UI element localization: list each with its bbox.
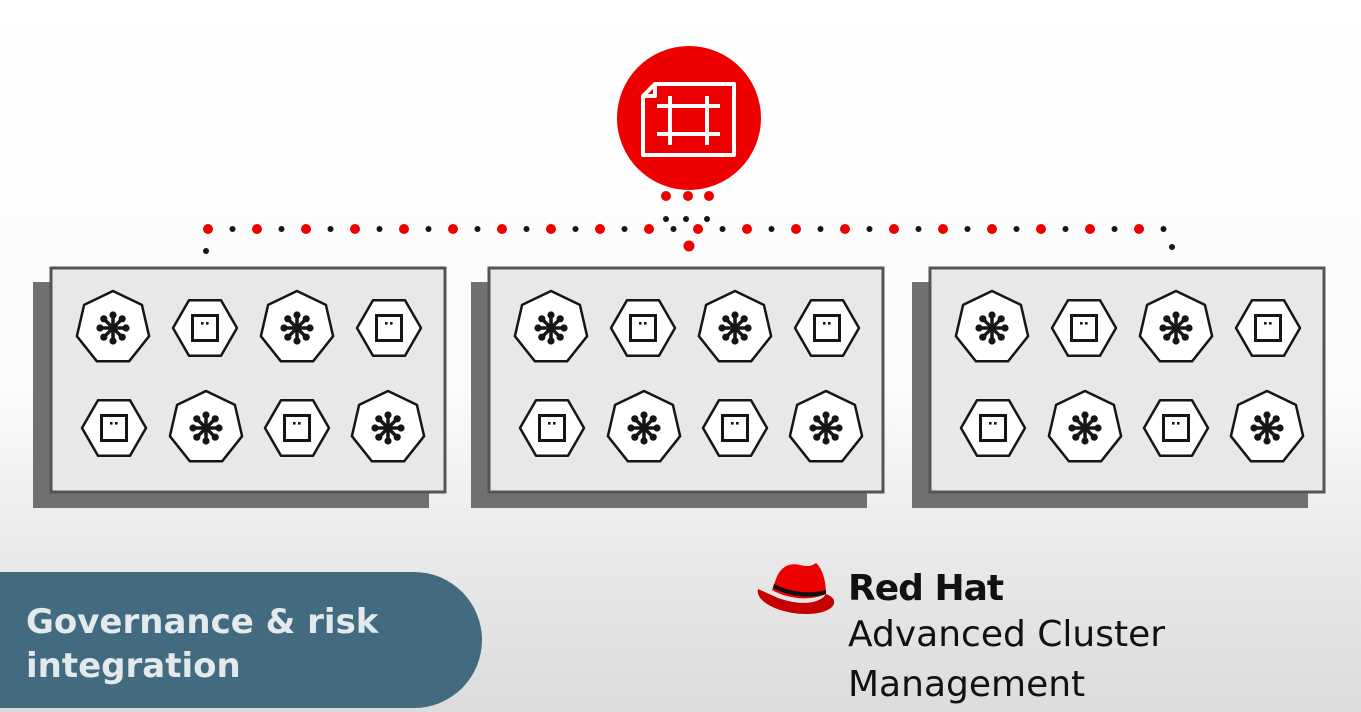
connector-dot — [817, 226, 824, 232]
connector-dot — [661, 191, 671, 201]
connector-dot — [704, 191, 714, 201]
connector-dot — [768, 226, 775, 232]
brand-block: Red Hat Advanced Cluster Management — [756, 560, 1356, 710]
connector-dot — [1169, 244, 1175, 250]
connector-dot — [683, 240, 695, 252]
connector-dot — [523, 226, 530, 232]
redhat-logo-icon — [757, 563, 835, 615]
container-icon — [171, 299, 239, 357]
connector-dot — [704, 216, 710, 222]
caption-banner: Governance & risk integration — [0, 572, 482, 708]
connector-dot — [278, 226, 285, 232]
connector-dot — [840, 224, 850, 234]
connector-dot — [252, 224, 262, 234]
connector-dot — [203, 248, 209, 254]
connector-dot — [663, 216, 669, 222]
hat-band — [773, 584, 826, 597]
hub-node — [617, 46, 761, 190]
container-icon — [80, 399, 148, 457]
connector-dot — [987, 224, 997, 234]
connector-dot — [301, 224, 311, 234]
connector-dot — [683, 216, 689, 222]
kubernetes-icon — [1229, 389, 1305, 463]
kubernetes-icon — [954, 289, 1030, 363]
connector-dot — [350, 224, 360, 234]
kubernetes-icon — [697, 289, 773, 363]
product-name-line-2: Management — [848, 664, 1086, 705]
container-icon — [355, 299, 423, 357]
connector-dot — [742, 224, 752, 234]
hat-brim — [757, 589, 835, 615]
cluster-panel — [912, 266, 1326, 508]
connector-dot — [964, 226, 971, 232]
connector-dot — [889, 224, 899, 234]
container-icon — [518, 399, 586, 457]
connector-dot — [376, 226, 383, 232]
kubernetes-icon — [1047, 389, 1123, 463]
connector-dot — [448, 224, 458, 234]
container-icon — [609, 299, 677, 357]
connector-dot — [683, 191, 693, 201]
connector-dot — [497, 224, 507, 234]
container-icon — [1050, 299, 1118, 357]
kubernetes-icon — [168, 389, 244, 463]
cluster-panel — [33, 266, 447, 508]
kubernetes-icon — [788, 389, 864, 463]
cluster-manager-icon — [641, 82, 736, 157]
connector-dot — [229, 226, 236, 232]
connector-dot — [719, 226, 726, 232]
connector-dot — [546, 224, 556, 234]
connector-dot — [791, 224, 801, 234]
connector-dot — [425, 226, 432, 232]
connector-dot — [915, 226, 922, 232]
container-icon — [263, 399, 331, 457]
connector-lines — [203, 191, 1175, 254]
caption-title: Governance & risk integration — [26, 602, 379, 686]
kubernetes-icon — [513, 289, 589, 363]
container-icon — [1142, 399, 1210, 457]
container-icon — [701, 399, 769, 457]
cluster-panels — [33, 266, 1326, 508]
kubernetes-icon — [606, 389, 682, 463]
connector-dot — [1134, 224, 1144, 234]
cluster-panel — [471, 266, 885, 508]
connector-dot — [1062, 226, 1069, 232]
connector-dot — [621, 226, 628, 232]
connector-dot — [203, 224, 213, 234]
container-icon — [793, 299, 861, 357]
connector-dot — [327, 226, 334, 232]
container-icon — [1234, 299, 1302, 357]
container-icon — [959, 399, 1027, 457]
connector-dot — [595, 224, 605, 234]
connector-dot — [572, 226, 579, 232]
kubernetes-icon — [75, 289, 151, 363]
product-name-line-1: Advanced Cluster — [848, 614, 1166, 655]
kubernetes-icon — [259, 289, 335, 363]
connector-dot — [1111, 226, 1118, 232]
connector-dot — [644, 224, 654, 234]
connector-dot — [670, 226, 677, 232]
connector-dot — [938, 224, 948, 234]
connector-dot — [693, 224, 703, 234]
connector-dot — [1036, 224, 1046, 234]
connector-dot — [474, 226, 481, 232]
connector-dot — [866, 226, 873, 232]
connector-dot — [1085, 224, 1095, 234]
hub-circle — [617, 46, 761, 190]
connector-dot — [1160, 226, 1167, 232]
connector-dot — [1013, 226, 1020, 232]
brand-name: Red Hat — [848, 568, 1004, 609]
kubernetes-icon — [350, 389, 426, 463]
connector-dot — [399, 224, 409, 234]
kubernetes-icon — [1138, 289, 1214, 363]
